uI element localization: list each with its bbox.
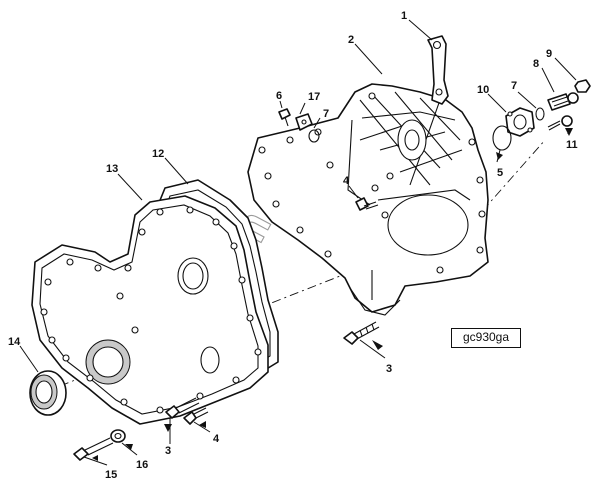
bolt-3-front bbox=[165, 397, 200, 419]
callout-4-upper: 4 bbox=[343, 175, 350, 187]
sender-fitting bbox=[547, 92, 579, 111]
callout-12: 12 bbox=[152, 148, 164, 160]
callout-3-lower: 3 bbox=[386, 363, 392, 375]
callout-numbers: 1 2 3 3 4 4 5 6 7 7 8 9 10 11 12 13 14 1… bbox=[8, 10, 578, 481]
seal-ring-right bbox=[535, 107, 545, 121]
housing-bolt-holes bbox=[258, 92, 486, 274]
callout-13: 13 bbox=[106, 163, 118, 175]
callout-5: 5 bbox=[497, 167, 503, 179]
screw-6 bbox=[278, 108, 291, 127]
cover-bolt-holes bbox=[40, 206, 262, 414]
callout-7-right: 7 bbox=[511, 80, 517, 92]
callout-15: 15 bbox=[105, 469, 117, 481]
o-ring bbox=[492, 125, 512, 151]
bolt-4-front bbox=[183, 407, 209, 425]
seal-ring-left bbox=[308, 129, 320, 143]
figure-reference-label: gc930ga bbox=[451, 328, 521, 348]
callout-16: 16 bbox=[136, 459, 148, 471]
callout-17: 17 bbox=[308, 91, 320, 103]
flange-body bbox=[505, 107, 535, 137]
callout-4-front: 4 bbox=[213, 433, 220, 445]
leader-lines bbox=[19, 19, 577, 466]
bracket-strap bbox=[427, 35, 449, 105]
callout-3-front: 3 bbox=[165, 445, 171, 457]
plate-17 bbox=[295, 113, 313, 131]
callout-1: 1 bbox=[401, 10, 407, 22]
callout-14: 14 bbox=[8, 336, 21, 348]
callout-11: 11 bbox=[566, 139, 578, 151]
small-bolt-right bbox=[547, 115, 573, 131]
front-gear-cover bbox=[31, 195, 269, 425]
bolt-3-lower bbox=[343, 321, 380, 345]
callout-7-left: 7 bbox=[323, 108, 329, 120]
nut bbox=[574, 79, 591, 93]
arrowheads bbox=[92, 128, 573, 461]
callout-6: 6 bbox=[276, 90, 282, 102]
callout-9: 9 bbox=[546, 48, 552, 60]
callout-8: 8 bbox=[533, 58, 539, 70]
crankshaft-oil-seal bbox=[29, 370, 67, 416]
callout-2: 2 bbox=[348, 34, 354, 46]
washer-16 bbox=[110, 429, 126, 443]
gear-housing bbox=[247, 83, 489, 316]
bolt-4-upper bbox=[355, 197, 379, 211]
bolt-15 bbox=[73, 437, 114, 461]
callout-10: 10 bbox=[477, 84, 489, 96]
